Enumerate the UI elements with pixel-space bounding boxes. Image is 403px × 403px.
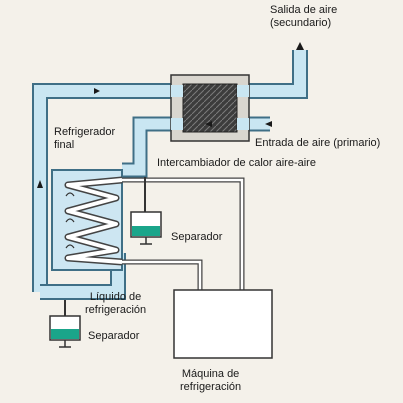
refrigerant-lines xyxy=(122,177,245,292)
machine-label-line1: Máquina de xyxy=(181,368,240,380)
machine-label: Máquina de refrigeración xyxy=(180,368,241,394)
final-cooler xyxy=(51,169,123,271)
separator-upper-label: Separador xyxy=(171,231,223,243)
secondary-outlet-label-line1: Salida de aire xyxy=(270,4,338,16)
final-cooler-label: Refrigerador final xyxy=(54,126,115,152)
refrigeration-machine xyxy=(173,289,273,359)
heat-exchanger-label: Intercambiador de calor aire-aire xyxy=(157,157,316,169)
liquid-label-line1: Líquido de xyxy=(89,291,142,303)
separator-lower-label: Separador xyxy=(88,330,140,342)
separator-lower xyxy=(49,300,81,348)
separator-upper xyxy=(130,177,162,245)
machine-label-line2: refrigeración xyxy=(180,381,242,393)
arrow-head-icon xyxy=(37,42,304,188)
liquid-label-line2: refrigeración xyxy=(85,304,147,316)
secondary-outlet-label: Salida de aire (secundario) xyxy=(270,4,337,30)
final-cooler-label-line2: final xyxy=(54,139,75,151)
liquid-label: Líquido de refrigeración xyxy=(85,291,146,317)
heat-exchanger xyxy=(170,74,250,142)
secondary-outlet-label-line2: (secundario) xyxy=(270,17,332,29)
primary-inlet-label: Entrada de aire (primario) xyxy=(255,137,381,149)
secondary-air-duct xyxy=(32,50,308,300)
final-cooler-label-line1: Refrigerador xyxy=(54,126,116,138)
